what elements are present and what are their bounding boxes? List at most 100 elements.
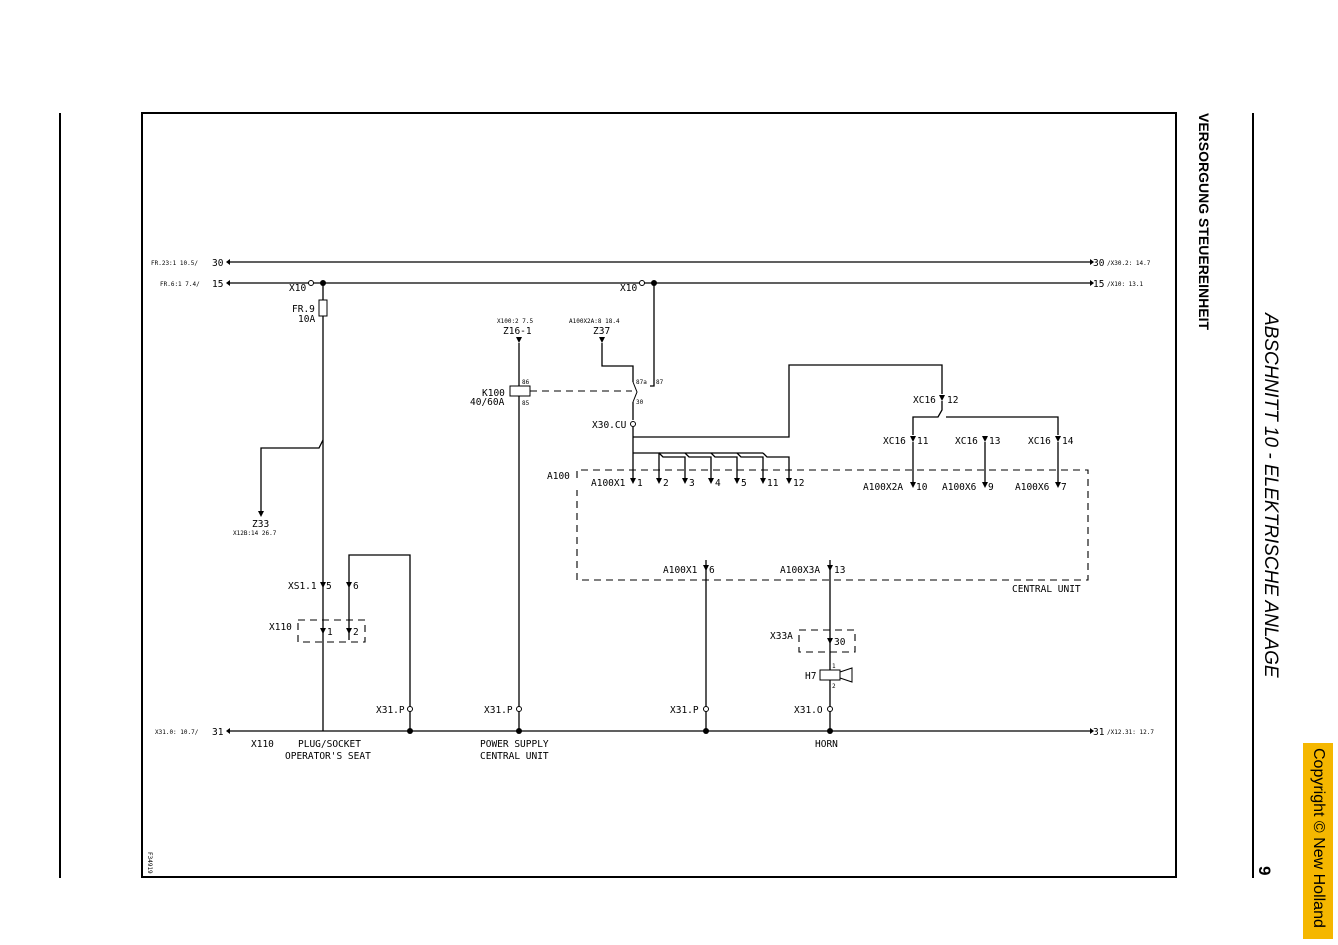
- rail-30: FR.23:1 10.5/ 30 30 /X30.2: 14.7: [151, 258, 1151, 269]
- a100-label: A100: [547, 471, 570, 482]
- x31p-3-label: X31.P: [670, 705, 699, 716]
- a100x1-pin4: 4: [715, 478, 721, 489]
- rail-30-left-label: 30: [212, 258, 224, 269]
- xc16-12-label: XC16: [913, 395, 936, 406]
- rail-31: X31.0: 10.7/ 31 31 /X12.31: 12.7: [155, 727, 1154, 738]
- a100x1-pin12: 12: [793, 478, 804, 489]
- horn-icon: [839, 667, 853, 683]
- a100x1-6-pin: 6: [709, 565, 715, 576]
- rail-15-right-label: 15: [1093, 279, 1104, 290]
- relay-k100: X100:2 7.5 Z16-1 K100 40/60A 86 85 X31.P: [470, 318, 632, 734]
- rail-30-right-ref: /X30.2: 14.7: [1107, 260, 1151, 267]
- x31p-2-label: X31.P: [484, 705, 513, 716]
- horn-symbol: [819, 669, 841, 681]
- a100x6-a-label: A100X6: [942, 482, 977, 493]
- x10-left-label: X10: [289, 283, 306, 294]
- x110-box: [297, 619, 366, 643]
- caption-power-supply: POWER SUPPLY: [480, 739, 549, 750]
- a100x6-b-label: A100X6: [1015, 482, 1050, 493]
- x10-right-label: X10: [620, 283, 637, 294]
- xc16-11-pin: 11: [917, 436, 929, 447]
- rail-31-right-ref: /X12.31: 12.7: [1107, 729, 1154, 736]
- a100x1-bus: A100X1 1 2 3 4 5 11 12: [591, 452, 804, 489]
- central-unit-label: CENTRAL UNIT: [1012, 584, 1081, 595]
- caption-central-unit: CENTRAL UNIT: [480, 751, 549, 762]
- xc16-12-pin: 12: [947, 395, 958, 406]
- a100x1-pin11: 11: [767, 478, 779, 489]
- a100x1-pin5: 5: [741, 478, 747, 489]
- central-unit-box: A100 CENTRAL UNIT A100X1 6 A100X3A 13: [547, 469, 1089, 595]
- copyright-text: Copyright © New Holland: [1310, 748, 1327, 928]
- relay-pin86: 86: [522, 379, 530, 386]
- a100x1-6-ground: X31.P: [670, 560, 709, 734]
- xs1-label: XS1.1: [288, 581, 317, 592]
- rail-15-left-label: 15: [212, 279, 223, 290]
- relay-rating: 40/60A: [470, 397, 505, 408]
- rail-30-right-label: 30: [1093, 258, 1105, 269]
- a100x1-6-label: A100X1: [663, 565, 698, 576]
- operator-seat-plug: XS1.1 5 6 X110 1 2 X31.P: [269, 554, 413, 734]
- diagram-frame: [141, 112, 1177, 878]
- h7-pin1: 1: [832, 663, 836, 670]
- x110-label: X110: [269, 622, 292, 633]
- a100x6-b-pin: 7: [1061, 482, 1067, 493]
- xc16-branches: XC16 12 XC16 11 XC16 13 XC16 14 A100X2A …: [863, 395, 1074, 493]
- relay-contacts: A100X2A:8 18.4 Z37 87a 87 30 X10 X30.CU: [569, 280, 943, 478]
- xc16-14-label: XC16: [1028, 436, 1051, 447]
- z37-ref: A100X2A:8 18.4: [569, 318, 620, 325]
- page-number: 9: [1255, 866, 1274, 876]
- xs1-pin6: 6: [353, 581, 359, 592]
- fuse-rating: 10A: [298, 314, 315, 325]
- a100x1-label: A100X1: [591, 478, 626, 489]
- caption-x110: X110: [251, 739, 274, 750]
- relay-pin87a: 87a: [636, 379, 647, 386]
- fuse-branch: X10 FR.9 10A Z33 X12B:14 26.7: [233, 280, 328, 731]
- z16-label: Z16-1: [503, 326, 532, 337]
- page-heading: VERSORGUNG STEUEREINHEIT: [1196, 113, 1212, 331]
- a100x2a-label: A100X2A: [863, 482, 903, 493]
- relay-pin85: 85: [522, 400, 530, 407]
- caption-plug-socket: PLUG/SOCKET: [298, 739, 361, 750]
- xc16-13-label: XC16: [955, 436, 978, 447]
- z37-label: Z37: [593, 326, 610, 337]
- a100x1-pin2: 2: [663, 478, 669, 489]
- caption-horn: HORN: [815, 739, 838, 750]
- xc16-13-pin: 13: [989, 436, 1000, 447]
- x110-pin2: 2: [353, 627, 359, 638]
- h7-label: H7: [805, 671, 816, 682]
- x31o-label: X31.O: [794, 705, 823, 716]
- rail-15-left-ref: FR.6:1 7.4/: [160, 281, 200, 288]
- x33a-label: X33A: [770, 631, 793, 642]
- x31p-1-label: X31.P: [376, 705, 405, 716]
- xc16-14-pin: 14: [1062, 436, 1074, 447]
- z33-ref: X12B:14 26.7: [233, 530, 277, 537]
- z33-label: Z33: [252, 519, 269, 530]
- x33a-pin: 30: [834, 637, 846, 648]
- a100x1-pin3: 3: [689, 478, 695, 489]
- rail-30-left-ref: FR.23:1 10.5/: [151, 260, 198, 267]
- a100x2a-pin: 10: [916, 482, 928, 493]
- a100x3a-pin: 13: [834, 565, 845, 576]
- rail-15-right-ref: /X10: 13.1: [1107, 281, 1144, 288]
- x110-pin1: 1: [327, 627, 333, 638]
- rail-31-right-label: 31: [1093, 727, 1105, 738]
- a100x1-pin1: 1: [637, 478, 643, 489]
- rail-15: FR.6:1 7.4/ 15 15 /X10: 13.1: [160, 279, 1144, 290]
- bottom-captions: X110 PLUG/SOCKET OPERATOR'S SEAT POWER S…: [251, 739, 838, 762]
- rail-31-left-label: 31: [212, 727, 224, 738]
- fuse-label: FR.9: [292, 304, 315, 315]
- x30cu-label: X30.CU: [592, 420, 627, 431]
- rail-31-left-ref: X31.0: 10.7/: [155, 729, 199, 736]
- figure-id: F34919: [146, 852, 153, 874]
- z16-ref: X100:2 7.5: [497, 318, 534, 325]
- relay-label: K100: [482, 388, 505, 399]
- x33a-box: [798, 629, 856, 653]
- xc16-11-label: XC16: [883, 436, 906, 447]
- h7-pin2: 2: [832, 683, 836, 690]
- xs1-pin5: 5: [326, 581, 332, 592]
- relay-coil: [509, 385, 531, 397]
- fuse-symbol: [318, 299, 328, 317]
- relay-pin30: 30: [636, 399, 644, 406]
- a100x6-a-pin: 9: [988, 482, 994, 493]
